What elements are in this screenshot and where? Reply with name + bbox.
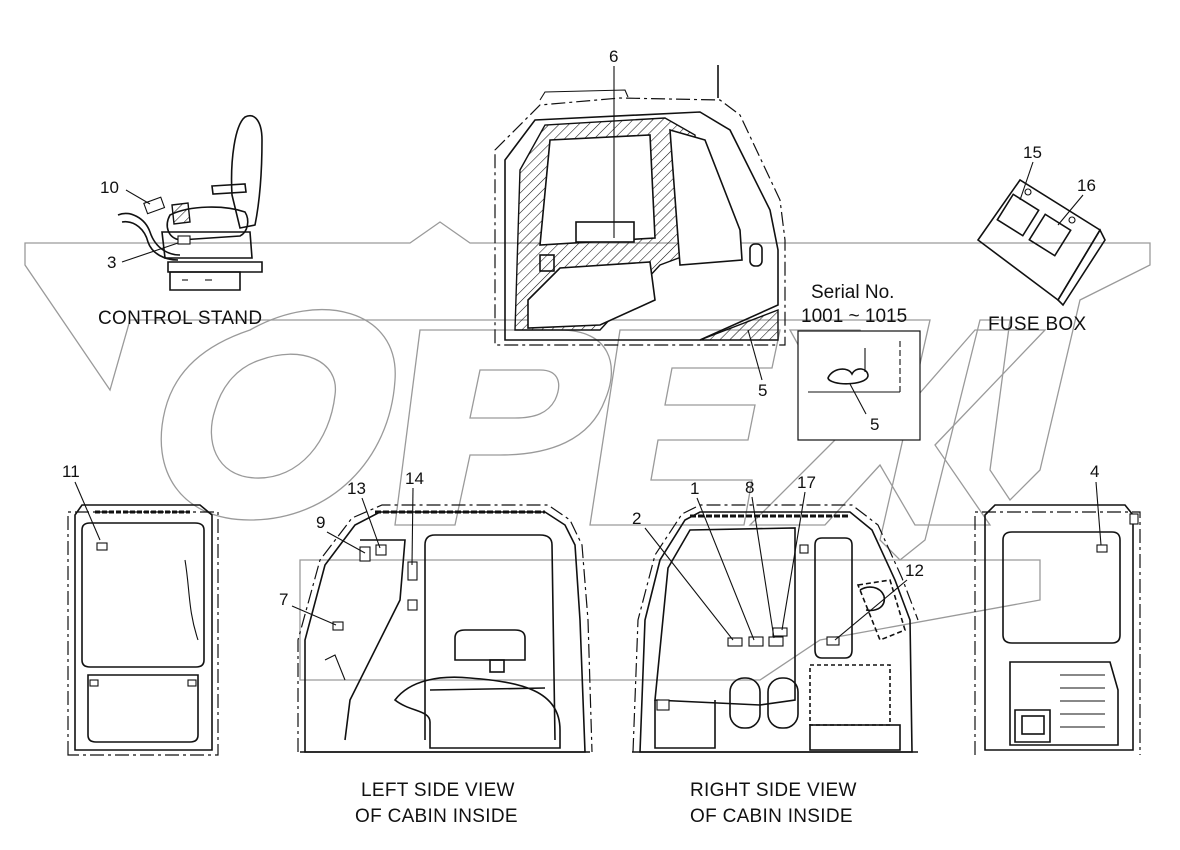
callout-1: 1 — [690, 479, 699, 498]
right-side-caption-1: RIGHT SIDE VIEW — [690, 780, 857, 801]
serial-detail-drawing — [808, 340, 901, 415]
callout-11: 11 — [62, 462, 80, 481]
callout-8: 8 — [745, 478, 754, 497]
callout-10: 10 — [100, 178, 119, 197]
serial-label: Serial No. — [811, 282, 894, 303]
fuse-box-caption: FUSE BOX — [988, 314, 1087, 335]
callout-16: 16 — [1077, 176, 1096, 195]
callout-5-detail: 5 — [870, 415, 879, 434]
callout-7: 7 — [279, 590, 288, 609]
callout-15: 15 — [1023, 143, 1042, 162]
control-stand-seat-drawing — [117, 115, 263, 291]
callout-6: 6 — [609, 47, 618, 66]
right-side-caption-2: OF CABIN INSIDE — [690, 806, 853, 827]
callout-13: 13 — [347, 479, 366, 498]
callout-12: 12 — [905, 561, 924, 580]
cabin-exterior-drawing — [494, 65, 786, 346]
cabin-right-inside-drawing — [632, 504, 919, 753]
cabin-rear-view-drawing — [67, 504, 219, 756]
serial-detail-box — [797, 330, 921, 441]
control-stand-caption: CONTROL STAND — [98, 308, 262, 329]
callout-3: 3 — [107, 253, 116, 272]
fuse-box-drawing — [976, 178, 1106, 307]
left-side-caption-1: LEFT SIDE VIEW — [361, 780, 515, 801]
callout-9: 9 — [316, 513, 325, 532]
left-side-caption-2: OF CABIN INSIDE — [355, 806, 518, 827]
serial-range: 1001 ~ 1015 — [801, 306, 907, 327]
callout-4: 4 — [1090, 462, 1099, 481]
cabin-front-view-drawing — [974, 504, 1141, 755]
callout-5-top: 5 — [758, 381, 767, 400]
callout-2: 2 — [632, 509, 641, 528]
callout-17: 17 — [797, 473, 816, 492]
callout-14: 14 — [405, 469, 424, 488]
cabin-left-inside-drawing — [297, 504, 593, 753]
